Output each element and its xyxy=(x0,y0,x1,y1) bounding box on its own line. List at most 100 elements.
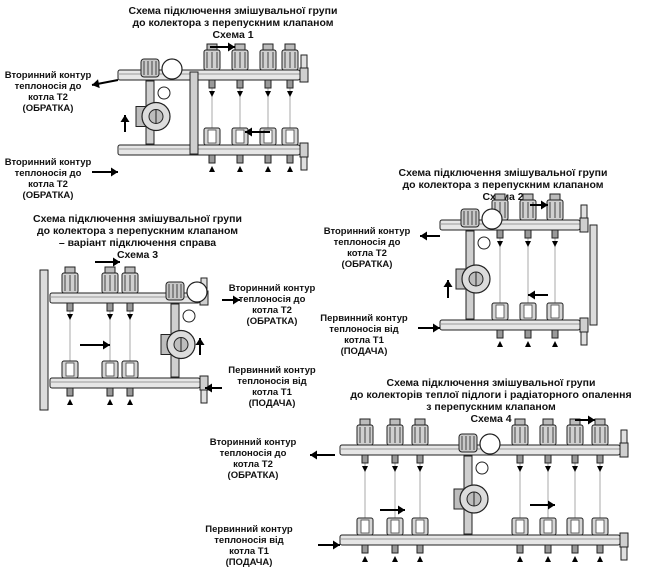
small-down-arrow xyxy=(572,466,578,472)
small-up-arrow xyxy=(265,166,271,172)
outlet-stub xyxy=(391,454,399,464)
small-down-arrow xyxy=(417,466,423,472)
air-vent xyxy=(300,54,308,69)
small-down-arrow xyxy=(265,91,271,97)
scheme-1-title-line: Схема 1 xyxy=(212,29,254,41)
scheme-3-title: Схема підключення змішувальної групи до … xyxy=(30,213,245,261)
valve-cap xyxy=(542,418,554,426)
scheme-3-title-line: Схема 3 xyxy=(116,249,159,261)
outlet-stub xyxy=(496,329,504,339)
label-line: Вторинний контур xyxy=(209,437,297,448)
label-line: Первинний контур xyxy=(228,365,316,376)
label-line: (ПОДАЧА) xyxy=(225,557,273,568)
label-line: (ОБРАТКА) xyxy=(341,259,393,270)
label-line: (ОБРАТКА) xyxy=(246,316,298,327)
small-up-arrow xyxy=(107,399,113,405)
outlet-stub xyxy=(106,387,114,397)
scheme-4-title: Схема підключення змішувальної групи до … xyxy=(346,377,636,425)
flow-arrow-head xyxy=(443,280,453,287)
small-down-arrow xyxy=(362,466,368,472)
small-up-arrow xyxy=(417,556,423,562)
flow-arrow-head xyxy=(113,257,120,267)
flowmeter-window xyxy=(495,304,505,319)
flow-arrow-head xyxy=(310,450,317,460)
scheme-4-title-line: до колекторів теплої підлоги і радіаторн… xyxy=(350,389,632,401)
label-line: котла Т2 xyxy=(233,459,273,470)
valve-cap xyxy=(522,193,534,201)
flowmeter-window xyxy=(595,519,605,534)
label-line: (ОБРАТКА) xyxy=(22,103,74,114)
small-up-arrow xyxy=(287,166,293,172)
valve-cap xyxy=(514,418,526,426)
flowmeter-window xyxy=(65,362,75,377)
sensor-bulb xyxy=(186,281,208,303)
flow-arrow-head xyxy=(195,338,205,345)
label-line: Первинний контур xyxy=(205,524,293,535)
thermometer-gauge xyxy=(477,236,491,250)
small-down-arrow xyxy=(107,314,113,320)
small-down-arrow xyxy=(287,91,293,97)
flowmeter-window xyxy=(523,304,533,319)
outlet-stub xyxy=(571,454,579,464)
outlet-stub xyxy=(66,387,74,397)
thermostatic-head xyxy=(460,208,480,228)
drain-valve xyxy=(200,389,208,404)
small-down-arrow xyxy=(525,241,531,247)
outlet-stub xyxy=(236,154,244,164)
flow-arrow-head xyxy=(111,167,118,177)
small-up-arrow xyxy=(362,556,368,562)
label-line: теплоносія до xyxy=(238,294,306,305)
label-line: Вторинний контур xyxy=(228,283,316,294)
small-down-arrow xyxy=(497,241,503,247)
end-cap xyxy=(619,532,629,548)
outlet-stub xyxy=(551,229,559,239)
outlet-stub xyxy=(391,544,399,554)
scheme-2-drawing xyxy=(418,193,598,347)
outlet-stub xyxy=(544,544,552,554)
outlet-stub xyxy=(264,154,272,164)
label-line: теплоносія від xyxy=(329,324,399,335)
valve-cap xyxy=(594,418,606,426)
small-up-arrow xyxy=(597,556,603,562)
flow-arrow-head xyxy=(92,79,100,89)
flowmeter-window xyxy=(390,519,400,534)
thermometer-gauge xyxy=(475,461,489,475)
label-line: (ОБРАТКА) xyxy=(22,190,74,201)
flow-arrow-head xyxy=(420,231,427,241)
label-line: теплоносія до xyxy=(14,168,82,179)
outlet-stub xyxy=(264,79,272,89)
outlet-stub xyxy=(496,229,504,239)
label-line: Вторинний контур xyxy=(4,157,92,168)
flowmeter-window xyxy=(207,129,217,144)
flowmeter-window xyxy=(263,129,273,144)
outlet-stub xyxy=(416,454,424,464)
outlet-stub xyxy=(416,544,424,554)
manifold-rail xyxy=(117,144,301,156)
valve-cap xyxy=(104,266,116,274)
label-line: (ПОДАЧА) xyxy=(248,398,296,409)
small-down-arrow xyxy=(237,91,243,97)
scheme-1-upper-label: Вторинний контур теплоносія до котла Т2 … xyxy=(2,70,94,114)
flow-arrow-head xyxy=(541,200,548,210)
outlet-stub xyxy=(596,454,604,464)
valve-cap xyxy=(234,43,246,51)
valve-cap xyxy=(284,43,296,51)
small-up-arrow xyxy=(552,341,558,347)
small-down-arrow xyxy=(67,314,73,320)
flow-arrow-head xyxy=(588,415,595,425)
bypass-pipe xyxy=(39,269,49,411)
label-line: котла Т1 xyxy=(229,546,269,557)
outlet-stub xyxy=(544,454,552,464)
thermometer-gauge xyxy=(157,86,171,100)
label-line: Вторинний контур xyxy=(323,226,411,237)
small-up-arrow xyxy=(127,399,133,405)
flow-arrow-head xyxy=(398,505,405,515)
small-down-arrow xyxy=(127,314,133,320)
label-line: (ОБРАТКА) xyxy=(227,470,279,481)
drain-valve xyxy=(300,156,308,171)
valve-cap xyxy=(359,418,371,426)
outlet-stub xyxy=(66,302,74,312)
outlet-stub xyxy=(126,302,134,312)
valve-cap xyxy=(389,418,401,426)
